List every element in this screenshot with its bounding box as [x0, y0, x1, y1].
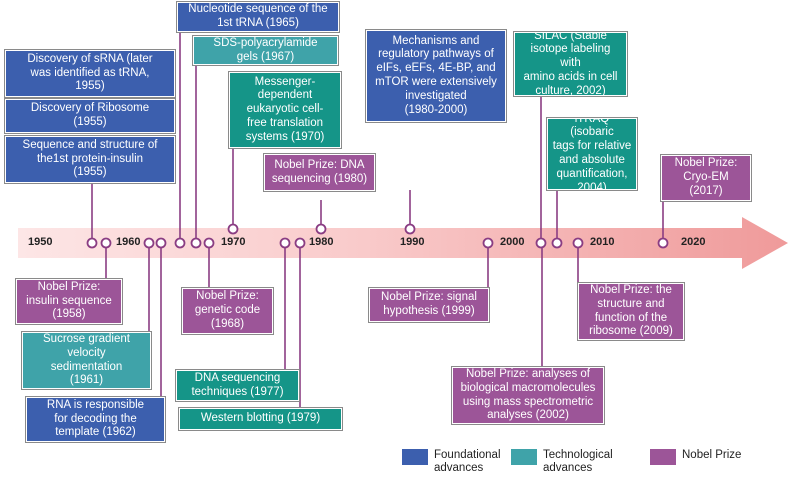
- timeline-arrow: [18, 217, 788, 269]
- event-nobel-dna-seq: Nobel Prize: DNA sequencing (1980): [263, 153, 376, 192]
- event-cell-free: Messenger- dependent eukaryotic cell- fr…: [228, 71, 342, 149]
- marker-western: [294, 237, 306, 249]
- legend-swatch: [511, 449, 537, 465]
- event-ribosome: Discovery of Ribosome (1955): [4, 98, 176, 134]
- marker-pathways: [404, 223, 416, 235]
- legend-technological: Technological advances: [511, 449, 613, 475]
- marker-srna: [86, 237, 98, 249]
- event-itraq: iTRAQ (isobaric tags for relative and ab…: [546, 113, 638, 194]
- legend-swatch: [402, 449, 428, 465]
- marker-silac: [535, 237, 547, 249]
- year-label: 1970: [221, 236, 246, 248]
- year-label: 1980: [309, 236, 334, 248]
- legend-label: Nobel Prize: [682, 449, 742, 461]
- marker-sucrose: [143, 237, 155, 249]
- marker-dna-seq-tech: [279, 237, 291, 249]
- event-nobel-ribosome: Nobel Prize: the structure and function …: [577, 282, 685, 341]
- marker-itraq: [551, 237, 563, 249]
- event-pathways: Mechanisms and regulatory pathways of eI…: [365, 29, 507, 123]
- marker-cryo-em: [657, 237, 669, 249]
- event-insulin: Sequence and structure of the1st protein…: [4, 135, 176, 184]
- marker-nobel-signal: [482, 237, 494, 249]
- event-sds-page: SDS-polyacrylamide gels (1967): [192, 35, 339, 66]
- legend-swatch: [650, 449, 676, 465]
- event-western: Western blotting (1979): [178, 407, 343, 431]
- year-label: 2020: [681, 236, 706, 248]
- event-cryo-em: Nobel Prize: Cryo-EM (2017): [660, 154, 752, 202]
- event-rna-template: RNA is responsible for decoding the temp…: [25, 396, 166, 443]
- year-label: 2010: [590, 236, 615, 248]
- year-label: 1960: [116, 236, 141, 248]
- event-nobel-signal: Nobel Prize: signal hypothesis (1999): [368, 287, 490, 323]
- year-label: 1990: [400, 236, 425, 248]
- event-dna-seq-tech: DNA sequencing techniques (1977): [175, 369, 300, 402]
- connectors: [91, 2, 664, 408]
- legend-label: Foundational advances: [434, 449, 501, 475]
- marker-nobel-code: [203, 237, 215, 249]
- event-nobel-mass: Nobel Prize: analyses of biological macr…: [451, 366, 605, 425]
- marker-sds-page: [190, 237, 202, 249]
- event-sucrose: Sucrose gradient velocity sedimentation …: [21, 331, 152, 390]
- event-srna: Discovery of sRNA (later was identified …: [4, 49, 176, 98]
- marker-cell-free: [227, 223, 239, 235]
- event-markers: [86, 223, 669, 249]
- event-nobel-code: Nobel Prize: genetic code (1968): [181, 287, 274, 335]
- year-label: 2000: [500, 236, 525, 248]
- legend-label: Technological advances: [543, 449, 613, 475]
- marker-rna-template: [155, 237, 167, 249]
- year-label: 1950: [28, 236, 53, 248]
- legend-foundational: Foundational advances: [402, 449, 501, 475]
- event-trna-seq: Nucleotide sequence of the 1st tRNA (196…: [176, 1, 340, 33]
- marker-nobel-dna-seq: [315, 223, 327, 235]
- marker-nobel-insulin: [100, 237, 112, 249]
- legend-nobel: Nobel Prize: [650, 449, 741, 465]
- event-nobel-insulin: Nobel Prize: insulin sequence (1958): [15, 278, 123, 325]
- event-silac: SILAC (Stable isotope labeling with amin…: [513, 30, 628, 97]
- marker-nobel-ribosome: [572, 237, 584, 249]
- marker-trna-seq: [174, 237, 186, 249]
